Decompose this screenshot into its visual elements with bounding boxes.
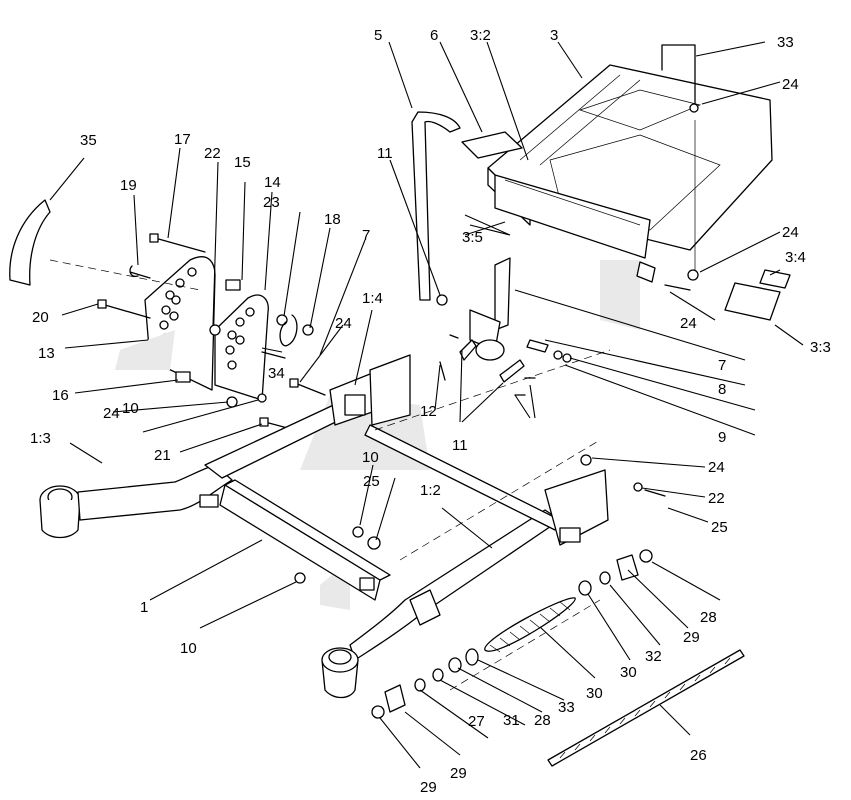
callout-label: 25 — [363, 473, 380, 490]
centre-lines — [49, 259, 611, 691]
callout-label: 9 — [718, 429, 726, 446]
callout-label: 14 — [264, 174, 281, 191]
callout-label: 32 — [645, 648, 662, 665]
callout-label: 7 — [362, 227, 370, 244]
callout-label: 29 — [450, 765, 467, 782]
callout-label: 31 — [503, 712, 520, 729]
callout-label: 7 — [718, 357, 726, 374]
callout-labels: 1 1:2 1:3 1:4 3 3:2 3:3 3:4 3:5 5 6 7 7 8 9 10 10 10 11 11 1… — [30, 27, 831, 796]
callout-label: 5 — [374, 27, 382, 44]
callout-label: 29 — [420, 779, 437, 796]
spring-rod-assembly — [371, 549, 745, 767]
callout-label: 11 — [452, 437, 468, 454]
callout-label: 10 — [180, 640, 197, 657]
callout-label: 6 — [430, 27, 438, 44]
callout-label: 3:4 — [785, 249, 806, 266]
callout-label: 24 — [708, 459, 725, 476]
callout-label: 33 — [558, 699, 575, 716]
callout-label: 20 — [32, 309, 49, 326]
callout-label: 8 — [718, 381, 726, 398]
callout-label: 28 — [700, 609, 717, 626]
callout-label: 24 — [680, 315, 697, 332]
callout-label: 22 — [204, 145, 221, 162]
callout-label: 29 — [683, 629, 700, 646]
callout-label: 35 — [80, 132, 97, 149]
callout-label: 28 — [534, 712, 551, 729]
callout-label: 3:3 — [810, 339, 831, 356]
callout-label: 17 — [174, 131, 191, 148]
callout-label: 1:2 — [420, 482, 441, 499]
callout-label: 10 — [122, 400, 139, 417]
callout-label: 24 — [782, 76, 799, 93]
callout-label: 10 — [362, 449, 379, 466]
callout-label: 22 — [708, 490, 725, 507]
callout-label: 30 — [586, 685, 603, 702]
callout-label: 1 — [140, 599, 148, 616]
callout-label: 24 — [335, 315, 352, 332]
callout-label: 12 — [420, 403, 437, 420]
callout-label: 3 — [550, 27, 558, 44]
callout-label: 3:2 — [470, 27, 491, 44]
leader-lines — [49, 41, 804, 769]
deflector-shroud — [411, 44, 791, 321]
callout-label: 27 — [468, 713, 485, 730]
callout-label: 16 — [52, 387, 69, 404]
curved-shield-part — [9, 199, 51, 286]
callout-label: 23 — [263, 194, 280, 211]
callout-label: 11 — [377, 145, 393, 162]
callout-label: 24 — [782, 224, 799, 241]
callout-label: 33 — [777, 34, 794, 51]
callout-label: 19 — [120, 177, 137, 194]
callout-label: 24 — [103, 405, 120, 422]
callout-label: 30 — [620, 664, 637, 681]
height-adjust-plates — [97, 233, 326, 431]
callout-label: 18 — [324, 211, 341, 228]
linkage-assembly — [294, 257, 691, 584]
callout-label: 34 — [268, 365, 285, 382]
callout-label: 25 — [711, 519, 728, 536]
callout-label: 15 — [234, 154, 251, 171]
callout-label: 1:4 — [362, 290, 383, 307]
callout-label: 3:5 — [462, 229, 483, 246]
callout-label: 1:3 — [30, 430, 51, 447]
callout-label: 13 — [38, 345, 55, 362]
callout-label: 26 — [690, 747, 707, 764]
callout-label: 21 — [154, 447, 171, 464]
frame-assembly — [39, 354, 609, 699]
